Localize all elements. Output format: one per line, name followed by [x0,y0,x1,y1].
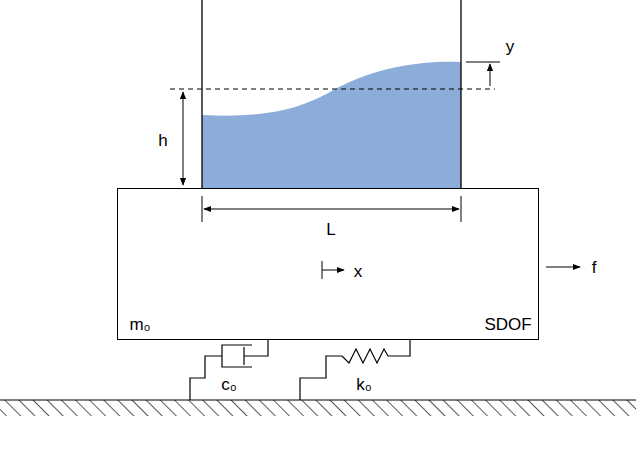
damper-symbol [190,340,268,400]
wave-height-symbol: y [505,37,516,56]
l-dimension [204,209,459,210]
tank-wall [201,0,202,188]
stiffness-symbol: k₀ [355,375,373,394]
displacement-symbol: x [353,262,364,281]
height-symbol: h [157,131,168,150]
y-dimension [490,64,491,86]
y-tick [466,62,500,63]
l-tick [202,196,203,222]
tank-wall [460,0,461,188]
system-label: SDOF [483,315,532,334]
length-symbol: L [325,220,336,239]
force-symbol: f [591,258,598,277]
l-tick [461,196,462,222]
still-level-line [170,89,495,90]
force-arrow [546,267,580,268]
x-arrow [322,270,344,271]
liquid [202,62,461,188]
spring-symbol [300,340,410,400]
ground-hatch [0,400,636,416]
damping-symbol: c₀ [220,375,238,394]
mass-symbol: m₀ [128,315,151,334]
h-dimension [183,92,184,185]
mass-block: x m₀ SDOF [117,188,539,340]
